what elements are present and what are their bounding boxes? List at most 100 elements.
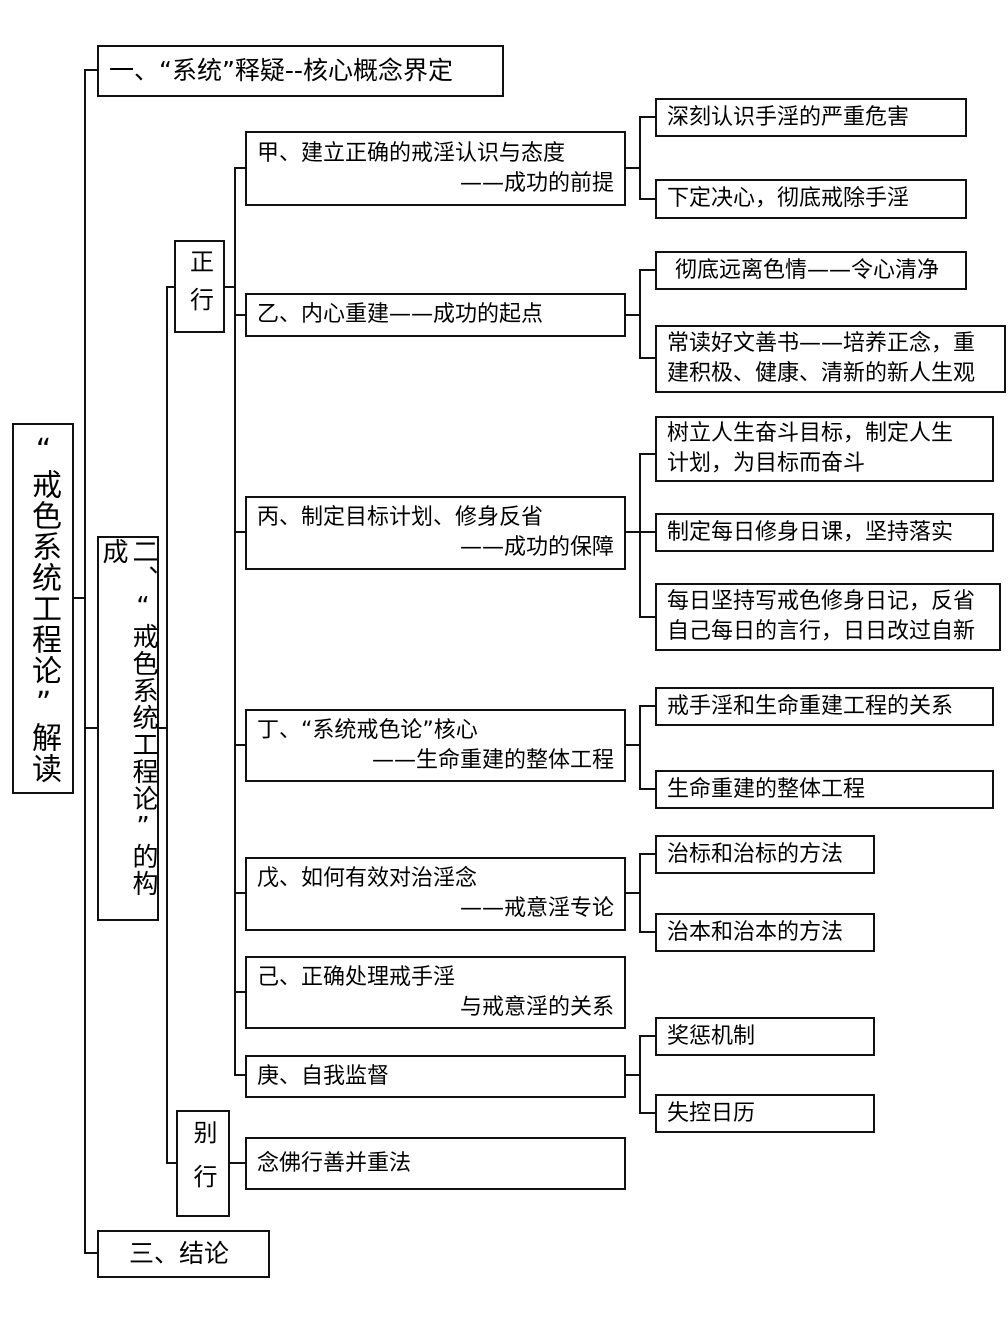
connector (234, 991, 246, 993)
leaf-yi-1: 彻底远离色情——令心清净 (655, 251, 967, 290)
connector (84, 1252, 98, 1254)
leaf-line: 下定决心，彻底戒除手淫 (667, 186, 910, 211)
item-line: 戊、如何有效对治淫念 (257, 866, 478, 891)
connector (639, 531, 656, 533)
connector (639, 705, 641, 790)
item-line: 与戒意淫的关系 (459, 994, 614, 1020)
item-line: ——戒意淫专论 (459, 896, 614, 921)
connector (639, 269, 656, 271)
connector (639, 453, 641, 618)
connector (639, 357, 656, 359)
leaf-ding-2: 生命重建的整体工程 (655, 770, 994, 809)
item-yi: 乙、内心重建——成功的起点 (245, 293, 626, 337)
leaf-line: 治标和治标的方法 (667, 841, 844, 867)
connector (639, 616, 656, 618)
connector (625, 744, 640, 746)
leaf-line: 制定每日修身日课，坚持落实 (667, 519, 954, 545)
leaf-line: 常读好文善书——培养正念，重 (667, 331, 976, 356)
item-line: 丁、“系统戒色论”核心 (257, 717, 478, 743)
connector (234, 744, 246, 746)
leaf-yi-2: 常读好文善书——培养正念，重建积极、健康、清新的新人生观 (655, 325, 1006, 393)
connector (234, 314, 246, 316)
connector (639, 931, 656, 933)
root-node: “戒色系统工程论”解读 (12, 423, 74, 794)
section-three-node: 三、结论 (97, 1230, 270, 1278)
connector (625, 892, 640, 894)
connector (73, 597, 85, 599)
zhengxing-node: 正行 (174, 240, 225, 333)
connector (639, 705, 656, 707)
item-nianfo: 念佛行善并重法 (245, 1137, 626, 1190)
leaf-line: 建积极、健康、清新的新人生观 (667, 361, 976, 386)
leaf-line: 失控日历 (667, 1100, 756, 1126)
item-line: ——生命重建的整体工程 (371, 747, 614, 773)
section-two-label: 二、“戒色系统工程论”的构成 (98, 538, 158, 897)
connector (84, 69, 98, 71)
leaf-jia-2: 下定决心，彻底戒除手淫 (655, 179, 967, 219)
leaf-line: 戒手淫和生命重建工程的关系 (667, 693, 954, 719)
connector (639, 1035, 656, 1037)
connector (234, 892, 246, 894)
item-bing: 丙、制定目标计划、修身反省 ——成功的保障 (245, 496, 626, 570)
item-line: ——成功的保障 (459, 535, 614, 560)
item-ji: 己、正确处理戒手淫与戒意淫的关系 (245, 956, 626, 1029)
zhengxing-label: 正行 (185, 248, 214, 325)
connector (639, 269, 641, 359)
connector (229, 1162, 246, 1164)
item-line: ——成功的前提 (459, 170, 614, 196)
connector (625, 167, 640, 169)
biexing-node: 别行 (176, 1110, 230, 1217)
leaf-line: 计划，为目标而奋斗 (667, 451, 866, 476)
leaf-wu-2: 治本和治本的方法 (655, 913, 875, 952)
section-two-node: 二、“戒色系统工程论”的构成 (97, 536, 159, 921)
spine-two (166, 286, 168, 1164)
section-one-label: 一、“系统”释疑--核心概念界定 (109, 56, 453, 85)
connector (166, 1162, 177, 1164)
item-wu: 戊、如何有效对治淫念 ——戒意淫专论 (245, 857, 626, 931)
connector (639, 853, 656, 855)
connector (625, 314, 640, 316)
leaf-jia-1: 深刻认识手淫的严重危害 (655, 98, 967, 137)
item-line: 己、正确处理戒手淫 (257, 964, 456, 990)
connector (158, 727, 168, 729)
connector (639, 116, 641, 200)
connector (625, 531, 640, 533)
spine-main (84, 70, 86, 1254)
item-line: 庚、自我监督 (257, 1063, 390, 1089)
leaf-line: 生命重建的整体工程 (667, 776, 866, 802)
connector (639, 1035, 641, 1114)
leaf-line: 深刻认识手淫的严重危害 (667, 104, 910, 130)
biexing-label: 别行 (189, 1119, 217, 1208)
leaf-line: 每日坚持写戒色修身日记，反省 (667, 589, 976, 614)
leaf-geng-1: 奖惩机制 (655, 1017, 875, 1056)
connector (625, 1074, 640, 1076)
connector (639, 788, 656, 790)
leaf-bing-1: 树立人生奋斗目标，制定人生计划，为目标而奋斗 (655, 416, 994, 482)
item-ding: 丁、“系统戒色论”核心 ——生命重建的整体工程 (245, 709, 626, 782)
leaf-bing-2: 制定每日修身日课，坚持落实 (655, 513, 994, 552)
leaf-line: 自己每日的言行，日日改过自新 (667, 619, 976, 644)
leaf-line: 奖惩机制 (667, 1023, 756, 1049)
item-line: 念佛行善并重法 (257, 1150, 412, 1176)
leaf-line: 树立人生奋斗目标，制定人生 (667, 421, 954, 446)
connector (639, 198, 656, 200)
item-line: 甲、建立正确的戒淫认识与态度 (257, 140, 566, 166)
connector (234, 531, 246, 533)
connector (234, 1074, 246, 1076)
connector (639, 1112, 656, 1114)
leaf-line: 治本和治本的方法 (667, 919, 844, 945)
connector (84, 727, 98, 729)
connector (224, 286, 236, 288)
item-line: 丙、制定目标计划、修身反省 (257, 505, 544, 530)
item-line: 乙、内心重建——成功的起点 (257, 302, 544, 327)
leaf-line: 彻底远离色情——令心清净 (675, 257, 940, 283)
leaf-geng-2: 失控日历 (655, 1094, 875, 1133)
section-three-label: 三、结论 (129, 1239, 230, 1268)
connector (639, 116, 656, 118)
section-one-node: 一、“系统”释疑--核心概念界定 (97, 45, 504, 97)
item-jia: 甲、建立正确的戒淫认识与态度 ——成功的前提 (245, 131, 626, 206)
leaf-bing-3: 每日坚持写戒色修身日记，反省自己每日的言行，日日改过自新 (655, 583, 1001, 651)
connector (234, 167, 246, 169)
connector (639, 453, 656, 455)
connector (166, 286, 175, 288)
